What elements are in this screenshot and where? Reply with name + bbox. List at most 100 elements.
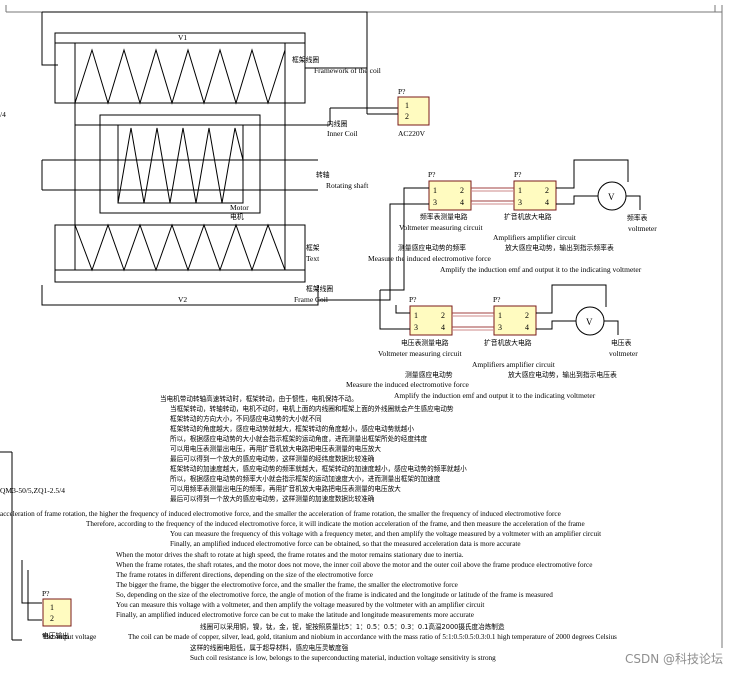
top-chain-wiring (318, 159, 641, 301)
description-line: 可以用电压表测量出电压，再用扩音机放大电路把电压表测量的电压放大 (170, 445, 381, 453)
amp-bottom-pin-4: 4 (525, 323, 529, 332)
description-line: 最后可以得到一个放大的感应电动势，这样测量的经纬度数据比较准确 (170, 455, 375, 463)
description-line: 线圈可以采用铜，镍，钛，金，铌，铌按照质量比5：1：0.5：0.5：0.3：0.… (200, 623, 505, 631)
vmeter-bottom-en: Voltmeter measuring circuit (378, 349, 463, 358)
top-meter-cn: 频率表 (627, 213, 648, 222)
bottom-meter-symbol: V (586, 317, 593, 327)
amp-top-ref: P? (514, 170, 522, 179)
description-line: 框架转动的加速度越大，感应电动势的频率就越大，框架转动的加速度越小，感应电动势的… (170, 465, 467, 473)
inner-coil-winding (117, 127, 244, 204)
ac-ref: P? (398, 87, 406, 96)
amp-bottom-cn: 扩音机放大电路 (484, 338, 532, 347)
description-line: The coil can be made of copper, silver, … (128, 633, 617, 641)
amp-top-cn: 扩音机放大电路 (504, 212, 552, 221)
top-coil-winding (74, 48, 286, 105)
top-measure-cn: 测量感应电动势的频率 (398, 243, 466, 252)
bottom-meter[interactable]: V 电压表 voltmeter (575, 306, 638, 358)
fmeter-top-pin-3: 3 (433, 198, 437, 207)
fmeter-top-pin-1: 1 (433, 186, 437, 195)
left-part-number: QM3-50/5,ZQ1-2.5/4 (0, 486, 65, 495)
output-block[interactable]: P? 1 2 电压输出 (42, 589, 72, 640)
top-measure-en: Measure the induced electromotive force (368, 254, 492, 263)
vmeter-bottom-pin-4: 4 (441, 323, 445, 332)
bottom-measure-en: Measure the induced electromotive force (346, 380, 470, 389)
amp-top-pin-4: 4 (545, 198, 549, 207)
ac-label: AC220V (398, 129, 426, 138)
amp-bottom-pin-2: 2 (525, 311, 529, 320)
text-label: Text (306, 254, 320, 263)
description-line: 框架转动的角度越大，感应电动势就越大，框架转动的角度越小，感应电动势就越小 (170, 425, 414, 433)
top-amplifier-circuit[interactable]: P? 1 2 3 4 扩音机放大电路 Amplifiers amplifier … (493, 170, 577, 242)
description-line: The output voltage (42, 633, 97, 641)
description-line: 框架转动的方向大小，不同感应电动势的大小就不同 (170, 415, 322, 423)
bottom-voltage-circuit[interactable]: P? 1 2 3 4 电压表测量电路 Voltmeter measuring c… (378, 295, 463, 358)
description-line: 可以用频率表测量出电压的频率，再用扩音机放大电路把电压表测量的电压放大 (170, 485, 401, 493)
vmeter-bottom-ref: P? (409, 295, 417, 304)
frame-coil-label: Frame Coil (294, 295, 328, 304)
bottom-amp-cn: 放大感应电动势，输出到指示电压表 (508, 370, 617, 379)
inner-coil-cn-label: 内线圈 (327, 119, 348, 128)
description-line: Finally, an amplified induced electromot… (170, 540, 521, 548)
fmeter-top-cn: 频率表测量电路 (420, 212, 468, 221)
watermark: CSDN @科技论坛 (624, 652, 723, 666)
ac-pin-2: 2 (405, 112, 409, 121)
amp-top-pin-1: 1 (518, 186, 522, 195)
frame-cn-label: 框架 (306, 243, 320, 252)
ac220v-block[interactable]: P? 1 2 AC220V (397, 87, 430, 138)
top-amp-cn: 放大感应电动势，输出到指示频率表 (505, 243, 614, 252)
motor-label: Motor (230, 203, 249, 212)
framework-label: Framework of the coil (314, 66, 381, 75)
fmeter-top-ref: P? (428, 170, 436, 179)
left-edge-fragment: /4 (0, 110, 6, 119)
amp-bottom-pin-3: 3 (498, 323, 502, 332)
top-amp-en: Amplify the induction emf and output it … (440, 265, 642, 274)
bottom-meter-en: voltmeter (609, 349, 638, 358)
description-line: 这样的线圈电阻低，属于超导材料，感应电压灵敏度强 (190, 644, 349, 652)
description-line: You can measure this voltage with a volt… (116, 601, 485, 609)
bottom-amp-en: Amplify the induction emf and output it … (394, 391, 596, 400)
description-line: 所以，根据感应电动势的频率大小就会指示框架的运动加速度大小，进而测量出框架的加速… (170, 475, 441, 483)
shaft-cn-label: 转轴 (316, 170, 330, 179)
motor-cn-label: 电机 (230, 212, 244, 221)
motor-assembly (41, 102, 400, 226)
coil-v2-label: V2 (178, 295, 187, 304)
top-meter-symbol: V (608, 192, 615, 202)
amp-bottom-ref: P? (493, 295, 501, 304)
coil-frame (41, 11, 368, 306)
amp-bottom-en: Amplifiers amplifier circuit (472, 360, 556, 369)
description-line: Finally, an amplified induced electromot… (116, 611, 474, 619)
amp-top-pin-3: 3 (518, 198, 522, 207)
bottom-measure-cn: 测量感应电动势 (405, 370, 453, 379)
fmeter-top-pin-2: 2 (460, 186, 464, 195)
amp-bottom-pin-1: 1 (498, 311, 502, 320)
top-frequency-circuit[interactable]: P? 1 2 3 4 频率表测量电路 Voltmeter measuring c… (399, 170, 484, 232)
description-line: 所以，根据感应电动势的大小就会指示框架的运动角度，进而测量出框架所处的经度纬度 (170, 435, 428, 443)
description-line: 当框架转动，转轴转动，电机不动时，电机上面的内线圈和框架上面的外线圈就会产生感应… (170, 405, 454, 413)
description-line: So, depending on the size of the electro… (116, 591, 553, 599)
top-meter[interactable]: V 频率表 voltmeter (597, 181, 657, 233)
description-line: You can measure the frequency of this vo… (170, 530, 602, 538)
frame-coil-cn-label: 框架线圈 (292, 55, 319, 64)
description-line: Therefore, according to the frequency of… (86, 520, 585, 528)
description-line: acceleration of frame rotation, the high… (0, 510, 561, 518)
output-pin-1: 1 (50, 603, 54, 612)
frame-coil-bottom-cn-label: 框架线圈 (306, 284, 333, 293)
bottom-chain-wiring (379, 284, 619, 335)
fmeter-top-en: Voltmeter measuring circuit (399, 223, 484, 232)
top-meter-en: voltmeter (628, 224, 657, 233)
fmeter-top-pin-4: 4 (460, 198, 464, 207)
vmeter-bottom-pin-2: 2 (441, 311, 445, 320)
description-line: When the motor drives the shaft to rotat… (116, 551, 464, 559)
ac-pin-1: 1 (405, 101, 409, 110)
description-line: The bigger the frame, the bigger the ele… (116, 581, 458, 589)
vmeter-bottom-cn: 电压表测量电路 (401, 338, 449, 347)
bottom-amplifier-circuit[interactable]: P? 1 2 3 4 扩音机放大电路 Amplifiers amplifier … (472, 295, 556, 369)
description-line: The frame rotates in different direction… (116, 571, 373, 579)
amp-top-en: Amplifiers amplifier circuit (493, 233, 577, 242)
vmeter-bottom-pin-1: 1 (414, 311, 418, 320)
bottom-meter-cn: 电压表 (611, 338, 632, 347)
amp-top-pin-2: 2 (545, 186, 549, 195)
left-bracket-wiring (0, 451, 42, 641)
output-ref: P? (42, 589, 50, 598)
